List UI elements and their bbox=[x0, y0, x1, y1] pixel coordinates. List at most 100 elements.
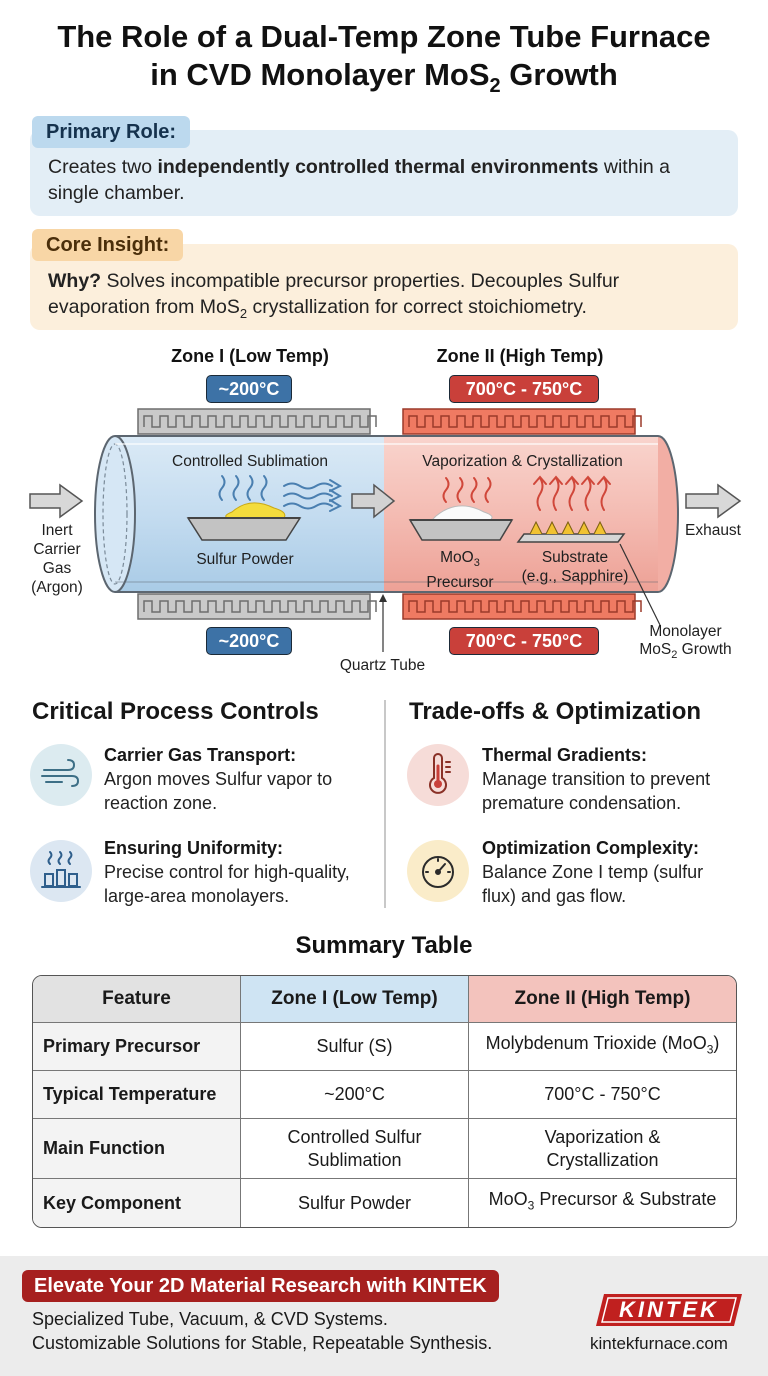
quartz-pointer-head bbox=[379, 594, 387, 602]
sulfur-vapor-icon bbox=[218, 475, 343, 512]
primary-post: within a single chamber. bbox=[48, 156, 671, 204]
monolayer-pointer bbox=[619, 543, 661, 626]
zone1-temp-bottom: ~200°C bbox=[206, 627, 292, 655]
thermometer-icon bbox=[407, 744, 469, 806]
cell-pre: Molybdenum Trioxide (MoO bbox=[485, 1032, 707, 1053]
moo3-sub: 3 bbox=[473, 557, 480, 570]
table-cell-zone1: Sulfur Powder bbox=[241, 1179, 469, 1227]
table-cell-feature: Main Function bbox=[33, 1119, 241, 1179]
table-cell-feature: Typical Temperature bbox=[33, 1071, 241, 1119]
website-link[interactable]: kintekfurnace.com bbox=[590, 1334, 728, 1353]
substrate-icon bbox=[516, 520, 626, 543]
moo3-line1: MoO3 bbox=[410, 548, 510, 573]
tradeoff-1-desc: Manage transition to prevent premature c… bbox=[482, 767, 710, 815]
cell-post: Precursor & Substrate bbox=[534, 1189, 717, 1210]
table-header-zone1: Zone I (Low Temp) bbox=[241, 976, 469, 1023]
table-cell-feature: Key Component bbox=[33, 1179, 241, 1227]
core-post: crystallization for correct stoichiometr… bbox=[247, 296, 587, 318]
core-bold: Why? bbox=[48, 270, 102, 292]
exhaust-arrow bbox=[685, 483, 742, 519]
tradeoff-1-desc-line2: premature condensation. bbox=[482, 793, 682, 813]
title-line-2-post: Growth bbox=[500, 57, 618, 92]
control-2-desc-line1: Precise control for high-quality, bbox=[104, 862, 350, 882]
section-divider bbox=[384, 700, 386, 908]
table-cell-zone1: ~200°C bbox=[241, 1071, 469, 1119]
inlet-arrow bbox=[29, 483, 84, 519]
zone1-heater-bottom bbox=[137, 593, 377, 620]
gauge-icon bbox=[407, 840, 469, 902]
monolayer-label: Monolayer MoS2 Growth bbox=[628, 623, 743, 664]
tradeoff-2-desc: Balance Zone I temp (sulfur flux) and ga… bbox=[482, 860, 703, 908]
kintek-logo-text: KINTEK bbox=[619, 1297, 719, 1322]
moo3-precursor-label: MoO3 Precursor bbox=[410, 548, 510, 592]
table-cell-feature: Primary Precursor bbox=[33, 1023, 241, 1071]
footer-banner[interactable]: Elevate Your 2D Material Research with K… bbox=[22, 1270, 499, 1302]
page-title: The Role of a Dual-Temp Zone Tube Furnac… bbox=[0, 18, 768, 105]
zone2-heater-bottom bbox=[402, 593, 642, 620]
growth-arrows-icon bbox=[533, 475, 611, 511]
summary-table: Feature Zone I (Low Temp) Zone II (High … bbox=[32, 975, 737, 1228]
quartz-tube-label: Quartz Tube bbox=[339, 657, 426, 674]
summary-table-title: Summary Table bbox=[295, 932, 473, 959]
tradeoff-2-title: Optimization Complexity: bbox=[482, 838, 700, 858]
table-row: Key Component Sulfur Powder MoO3 Precurs… bbox=[33, 1179, 736, 1227]
table-cell-zone2: 700°C - 750°C bbox=[469, 1071, 736, 1119]
footer: Elevate Your 2D Material Research with K… bbox=[0, 1256, 768, 1376]
zone2-temp-bottom: 700°C - 750°C bbox=[449, 627, 599, 655]
table-row: Primary Precursor Sulfur (S) Molybdenum … bbox=[33, 1023, 736, 1071]
cell-line2: Sublimation bbox=[307, 1149, 402, 1170]
substrate-line2: (e.g., Sapphire) bbox=[521, 568, 629, 585]
table-row: Typical Temperature ~200°C 700°C - 750°C bbox=[33, 1071, 736, 1119]
kintek-logo[interactable]: KINTEK bbox=[594, 1292, 744, 1328]
zone1-heater-top bbox=[137, 408, 377, 435]
controls-title: Critical Process Controls bbox=[32, 698, 319, 725]
monolayer-line1: Monolayer bbox=[649, 623, 722, 640]
primary-role-box: Creates two independently controlled the… bbox=[30, 130, 738, 216]
monolayer-sub: 2 bbox=[671, 649, 678, 662]
control-2-desc: Precise control for high-quality, large-… bbox=[104, 860, 350, 908]
cell-sub: 3 bbox=[527, 1198, 535, 1213]
core-pre: Solves incompatible precursor properties… bbox=[48, 270, 620, 318]
primary-bold: independently controlled thermal environ… bbox=[157, 156, 599, 178]
moo3-vapor-icon bbox=[442, 477, 492, 503]
cell-pre: MoO bbox=[488, 1189, 528, 1210]
control-2-title: Ensuring Uniformity: bbox=[104, 838, 283, 858]
zone2-heater-top bbox=[402, 408, 642, 435]
cell-line1: Vaporization & bbox=[544, 1126, 661, 1147]
cell-sub: 3 bbox=[706, 1042, 714, 1057]
core-sub: 2 bbox=[239, 305, 248, 321]
control-1-title: Carrier Gas Transport: bbox=[104, 745, 297, 765]
inlet-line4: (Argon) bbox=[31, 579, 83, 596]
moo3-pre: MoO bbox=[440, 549, 474, 566]
primary-role-text: Creates two independently controlled the… bbox=[48, 154, 720, 206]
substrate-line1: Substrate bbox=[541, 549, 609, 566]
core-insight-text: Why? Solves incompatible precursor prope… bbox=[48, 268, 720, 327]
tradeoff-1-title: Thermal Gradients: bbox=[482, 745, 648, 765]
control-1-desc-line2: reaction zone. bbox=[104, 793, 218, 813]
substrate-label: Substrate (e.g., Sapphire) bbox=[510, 548, 640, 586]
sulfur-boat-icon bbox=[186, 502, 302, 541]
table-cell-zone2: Vaporization &Crystallization bbox=[469, 1119, 736, 1179]
monolayer-post: Growth bbox=[677, 641, 732, 658]
zone1-label: Zone I (Low Temp) bbox=[171, 346, 329, 366]
uniformity-icon bbox=[30, 840, 92, 902]
primary-pre: Creates two bbox=[48, 156, 158, 178]
tradeoffs-title: Trade-offs & Optimization bbox=[409, 698, 702, 725]
primary-role-tag: Primary Role: bbox=[32, 116, 191, 148]
cell-line1: Controlled Sulfur bbox=[287, 1126, 422, 1147]
footer-line-1: Specialized Tube, Vacuum, & CVD Systems. bbox=[32, 1309, 388, 1329]
furnace-diagram bbox=[29, 408, 742, 652]
exhaust-label: Exhaust bbox=[684, 522, 741, 539]
moo3-line2: Precursor bbox=[426, 574, 494, 592]
zone1-process-label: Controlled Sublimation bbox=[172, 453, 328, 470]
title-line-2-sub: 2 bbox=[489, 75, 501, 98]
moo3-boat-icon bbox=[408, 505, 514, 541]
title-line-2-pre: in CVD Monolayer MoS bbox=[150, 57, 490, 92]
zone1-temp-top: ~200°C bbox=[206, 375, 292, 403]
inlet-line1: Inert bbox=[41, 522, 73, 539]
tradeoff-2-desc-line2: flux) and gas flow. bbox=[482, 886, 627, 906]
tradeoff-1-desc-line1: Manage transition to prevent bbox=[482, 769, 711, 789]
control-1-desc-line1: Argon moves Sulfur vapor to bbox=[104, 769, 333, 789]
zone2-label: Zone II (High Temp) bbox=[436, 346, 604, 366]
